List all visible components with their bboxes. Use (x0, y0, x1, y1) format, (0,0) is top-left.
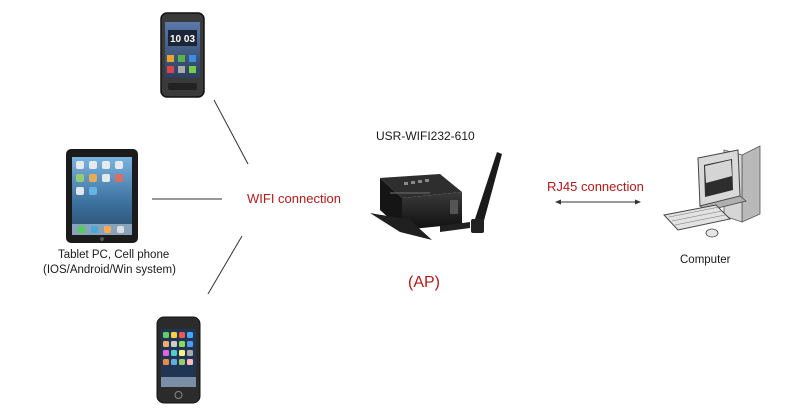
computer-label: Computer (680, 254, 731, 266)
tablet-label-line1: Tablet PC, Cell phone (58, 249, 170, 261)
ap-mode-label: (AP) (408, 274, 440, 291)
rj45-double-arrow (555, 199, 641, 205)
wifi-line-top (213, 99, 249, 165)
wifi-line-bottom (207, 235, 243, 295)
rj45-connection-label: RJ45 connection (547, 179, 644, 194)
device-model-label: USR-WIFI232-610 (376, 129, 475, 143)
wifi-connection-label: WIFI connection (247, 191, 341, 206)
tablet-label-line2: (IOS/Android/Win system) (43, 264, 176, 276)
